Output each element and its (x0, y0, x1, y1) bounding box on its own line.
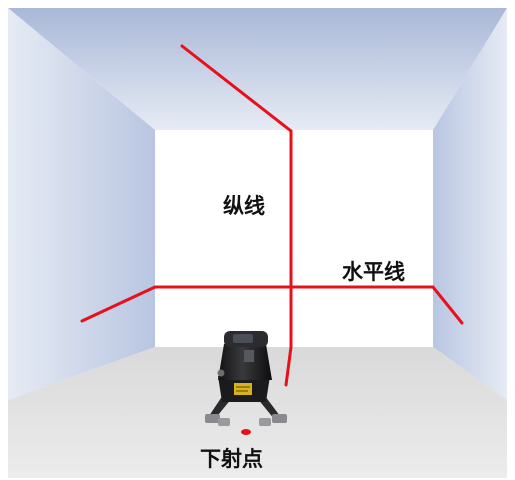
device-foot-back-left (218, 418, 230, 426)
right-wall (433, 8, 507, 400)
device-label-sticker (234, 383, 252, 395)
back-wall (155, 130, 433, 347)
device-front-window (244, 350, 254, 362)
device-head-window (233, 334, 253, 343)
vertical-laser-line (180, 44, 293, 387)
floor (8, 347, 507, 478)
device-knob (217, 369, 225, 377)
horizontal-line-label: 水平线 (342, 260, 405, 284)
laser-level-device (205, 331, 287, 426)
ceiling (8, 8, 507, 130)
device-foot-right (272, 414, 287, 423)
plumb-point-dot (241, 429, 251, 435)
laser-lines (80, 44, 464, 387)
device-foot-left (205, 414, 220, 423)
device-foot-back-right (259, 418, 271, 426)
vertical-line-label: 纵线 (223, 194, 265, 218)
plumb-point-label: 下射点 (200, 447, 263, 471)
horizontal-laser-line (80, 285, 464, 325)
left-wall (8, 8, 155, 400)
